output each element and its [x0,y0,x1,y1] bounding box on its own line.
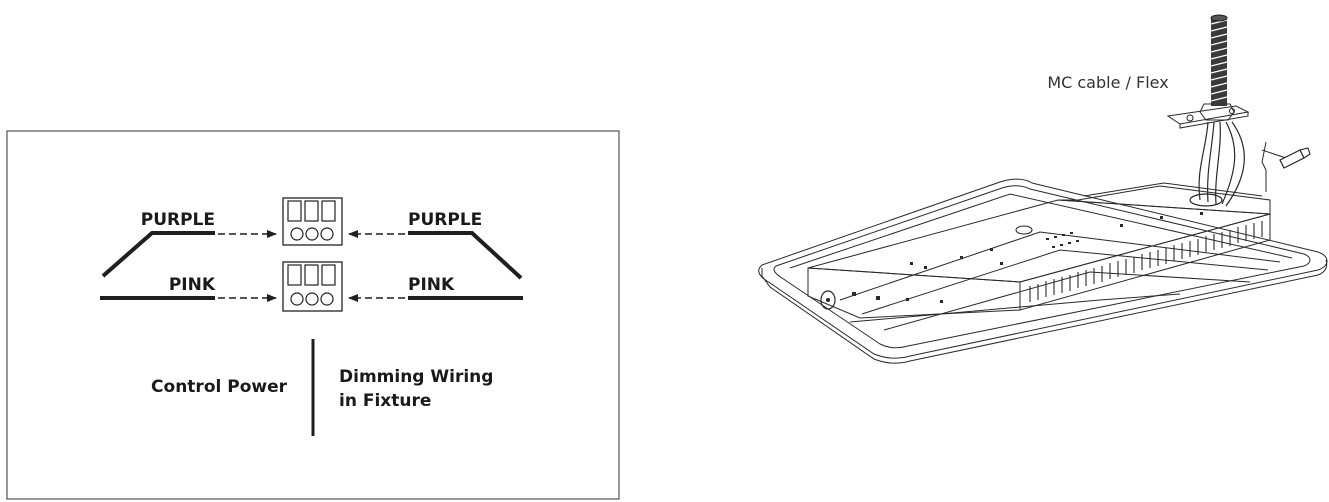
fixture-tray-edge [761,259,1328,364]
wiring-panel: PURPLE PURPLE PINK PINK Control Power Di… [6,130,620,500]
label-pink-right: PINK [408,275,455,295]
mounting-bracket [1166,105,1250,125]
caption-control-power: Control Power [151,377,288,397]
caption-dimming-line1: Dimming Wiring [339,367,493,387]
ground-wire-and-nut [1261,141,1311,192]
wire-connector-bottom [282,261,343,312]
label-pink-left: PINK [169,275,216,295]
driver-housing-side [1019,213,1271,311]
fixture-tray-outer [758,178,1328,359]
driver-vents [1029,221,1263,302]
label-purple-left: PURPLE [141,210,215,230]
junction-box [1057,185,1271,215]
knockout-opening [1189,193,1223,207]
fixture-rail-4 [883,271,1251,331]
purple-wire-left [101,231,215,278]
fixture-rail-5 [849,293,1181,323]
panel-border [6,130,620,500]
fixture-rail-1 [789,193,1293,269]
driver-housing-front [807,267,1021,319]
fixture-rail-2 [839,231,1281,301]
wire-connector-top [282,197,343,246]
fixture-rail-3 [861,249,1269,315]
fixture-tray-inner [773,185,1311,349]
driver-front-details [820,290,943,310]
wire-nut [1279,149,1305,169]
fixture-illustration: MC cable / Flex [758,14,1328,364]
caption-dimming-line2: in Fixture [339,391,431,411]
callout-mc-cable: MC cable / Flex [1047,73,1168,92]
conduit-rod [1210,14,1228,106]
feed-wires [1198,121,1245,207]
junction-box-top [1083,182,1263,197]
driver-top-details [910,212,1203,269]
fitting-nut [1199,103,1235,121]
purple-wire-right [408,231,523,280]
label-purple-right: PURPLE [408,210,482,230]
